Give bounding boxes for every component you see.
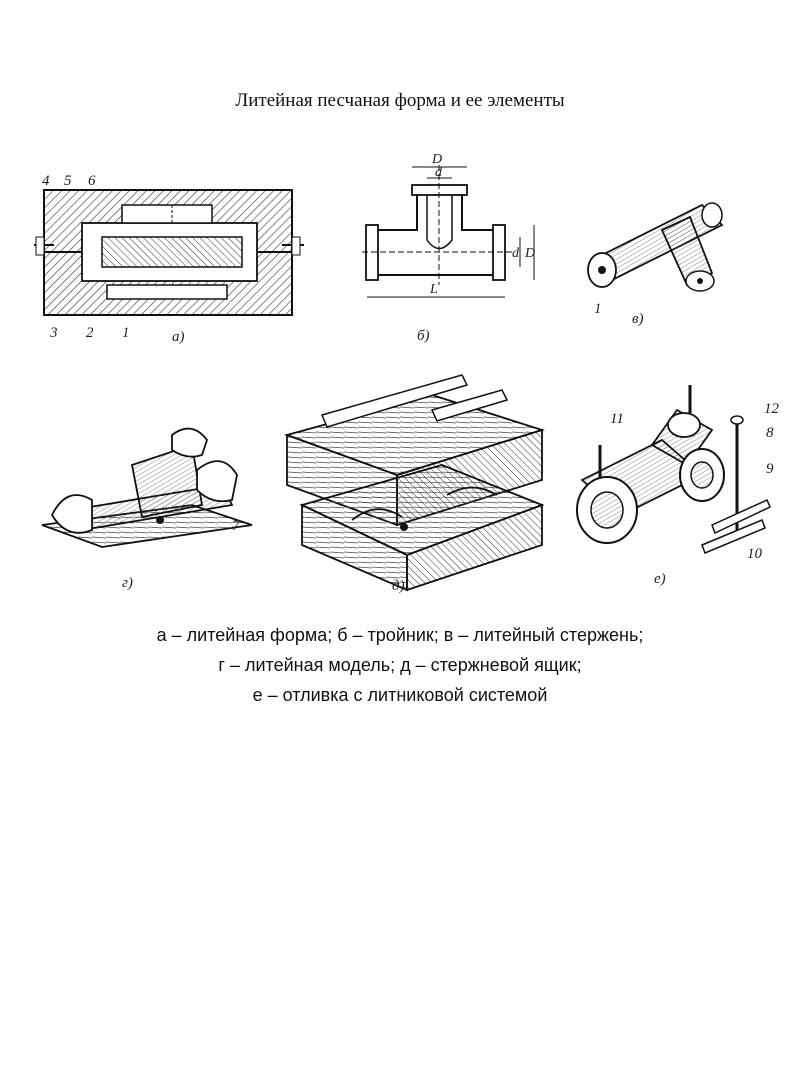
page-title: Литейная песчаная форма и ее элементы <box>235 90 565 111</box>
casting-figure: 4 5 6 3 2 1 а) D d d D L б) 1 в) <box>22 145 782 615</box>
panel-label-d: д) <box>392 578 405 594</box>
part-number-10: 10 <box>747 546 763 562</box>
part-number-5: 5 <box>64 173 72 189</box>
caption-line-2: г – литейная модель; д – стержневой ящик… <box>218 655 582 675</box>
part-number-11: 11 <box>610 411 624 427</box>
part-number-3: 3 <box>49 325 58 341</box>
part-number-6: 6 <box>88 173 96 189</box>
panel-label-a: а) <box>172 329 185 345</box>
panel-g-pattern <box>41 427 253 548</box>
panel-e-casting <box>576 385 771 554</box>
dim-d-side: d <box>512 246 520 261</box>
part-number-7: 7 <box>232 518 241 534</box>
part-number-12: 12 <box>764 401 780 417</box>
panel-label-v: в) <box>632 311 644 327</box>
panel-label-b: б) <box>417 328 430 344</box>
panel-label-e: е) <box>654 571 666 587</box>
part-number-4: 4 <box>42 173 50 189</box>
part-number-8: 8 <box>766 425 774 441</box>
dim-D-side: D <box>524 246 535 261</box>
dim-L: L <box>429 282 438 297</box>
part-number-9: 9 <box>766 461 774 477</box>
part-number-1: 1 <box>122 325 130 341</box>
figure-caption: а – литейная форма; б – тройник; в – лит… <box>0 620 800 710</box>
panel-d-core-box <box>284 374 546 592</box>
panel-a-sand-mold <box>34 189 304 316</box>
panel-label-g: г) <box>122 575 133 591</box>
caption-line-1: а – литейная форма; б – тройник; в – лит… <box>156 625 644 645</box>
dim-d-top: d <box>435 165 443 180</box>
part-number-2: 2 <box>86 325 94 341</box>
caption-line-3: е – отливка с литниковой системой <box>252 685 548 705</box>
dim-D-top: D <box>431 152 442 167</box>
panel-v-core <box>587 202 724 292</box>
panel-b-tee <box>362 165 535 298</box>
part-number-1-core: 1 <box>594 301 602 317</box>
